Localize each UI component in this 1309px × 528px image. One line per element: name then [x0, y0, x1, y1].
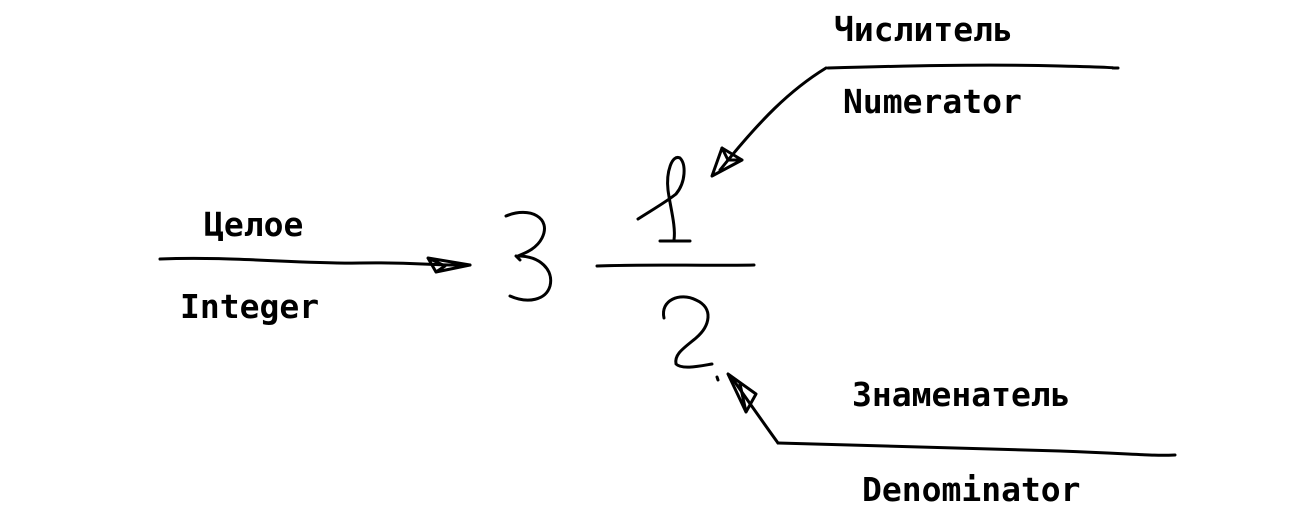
numerator-digit: [636, 156, 692, 243]
denominator-digit: [662, 295, 714, 369]
whole-number-digit-mid-stroke: [514, 254, 522, 262]
numerator-label-underline: [826, 63, 1120, 70]
whole-pointer-arrowhead: [426, 256, 472, 274]
denominator-pointer-line: [730, 376, 780, 445]
numerator-label-ru: Числитель: [834, 10, 1013, 49]
numerator-label-en: Numerator: [843, 82, 1022, 121]
fraction-bar: [595, 263, 756, 268]
denominator-digit-tick: [715, 375, 720, 382]
whole-label-ru: Целое: [204, 205, 304, 244]
denominator-label-ru: Знаменатель: [852, 375, 1071, 414]
whole-number-digit: [504, 210, 553, 302]
denominator-pointer-arrowhead: [726, 372, 758, 414]
numerator-pointer-arrowhead: [710, 146, 744, 178]
denominator-label-en: Denominator: [862, 470, 1081, 509]
whole-label-en: Integer: [180, 287, 320, 326]
whole-pointer-line: [158, 256, 472, 267]
denominator-label-underline: [776, 441, 1177, 457]
